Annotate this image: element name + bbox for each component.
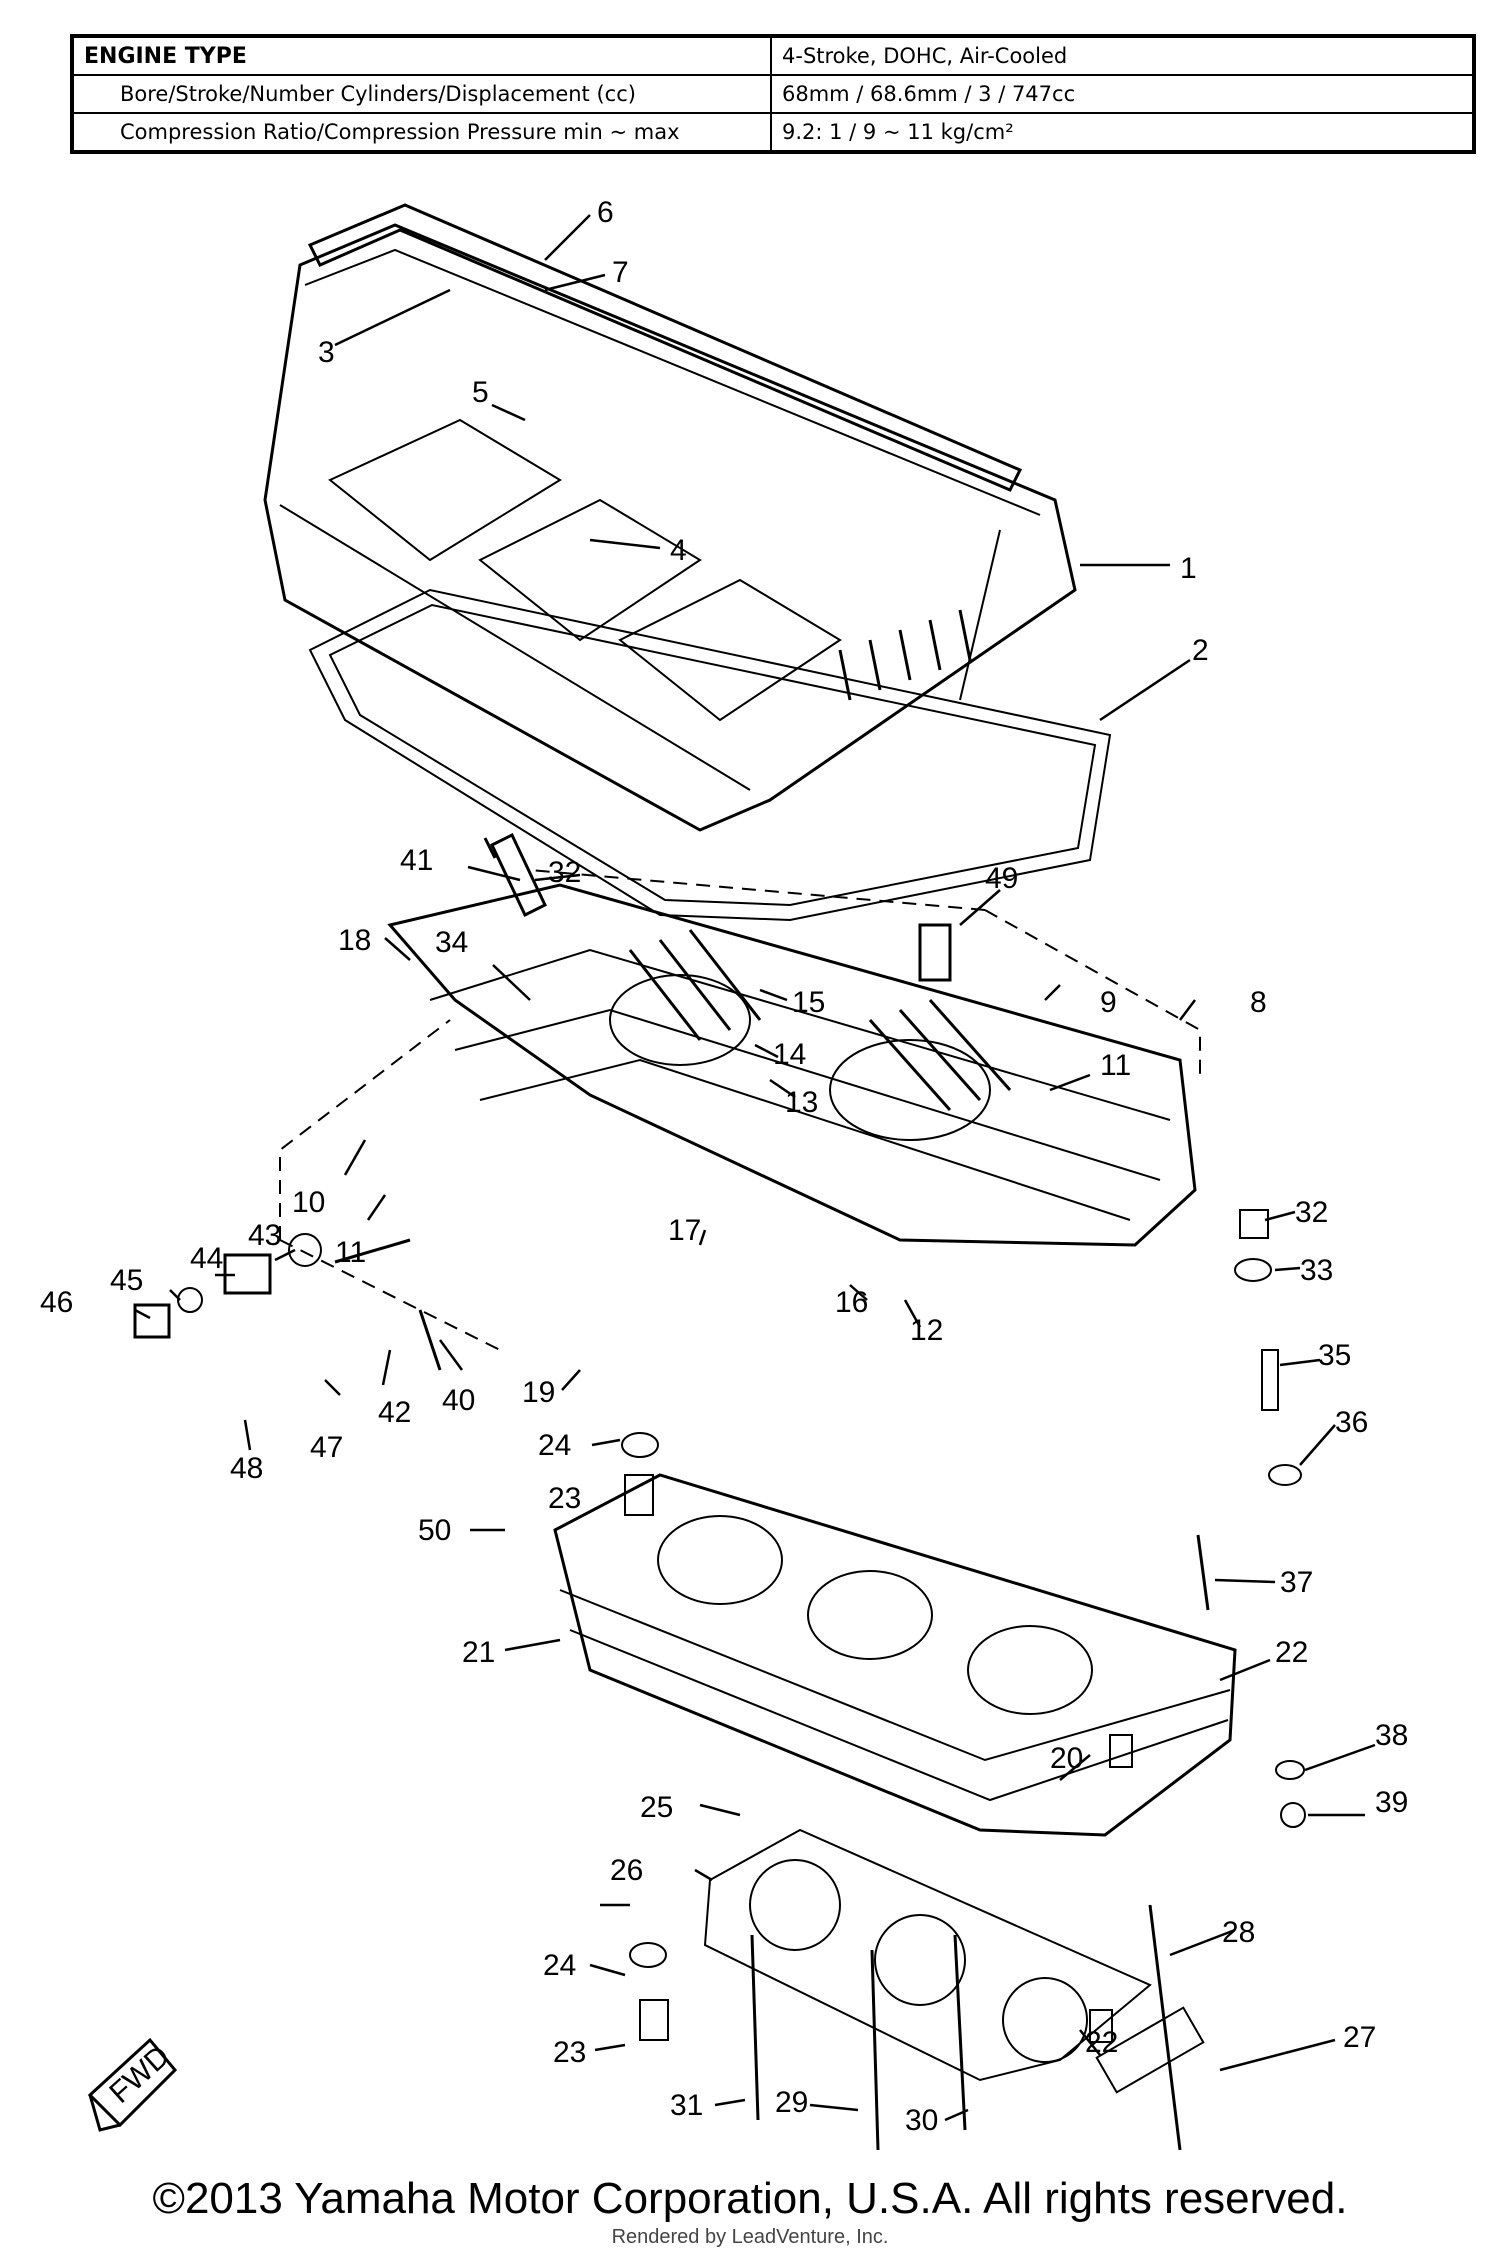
callout-10: 10 [292,1186,325,1219]
callout-32b: 32 [1295,1196,1328,1229]
spec-row-compression: Compression Ratio/Compression Pressure m… [71,112,1475,153]
callout-13: 13 [785,1086,818,1119]
spec-label: Bore/Stroke/Number Cylinders/Displacemen… [71,74,772,114]
callout-49: 49 [985,862,1018,895]
callout-35: 35 [1318,1339,1351,1372]
callout-41: 41 [400,844,433,877]
dowel-pins [621,1432,1133,2043]
callout-24b: 24 [543,1949,576,1982]
callout-37: 37 [1280,1566,1313,1599]
engine-spec-table: ENGINE TYPE 4-Stroke, DOHC, Air-Cooled B… [70,34,1476,154]
cylinder-block [553,1473,1237,1837]
callout-4: 4 [670,534,687,567]
callout-labels: 1 2 3 4 5 6 7 8 9 10 11 11 12 13 14 15 1… [40,196,1408,2137]
callout-44: 44 [190,1242,223,1275]
callout-17: 17 [668,1214,701,1247]
callout-11a: 11 [1100,1049,1131,1082]
callout-23a: 23 [548,1482,581,1515]
leader-lines [134,214,1376,2122]
callout-25: 25 [640,1791,673,1824]
callout-23b: 23 [553,2036,586,2069]
callout-14: 14 [773,1038,806,1071]
callout-2: 2 [1192,634,1209,667]
callout-22a: 22 [1275,1636,1308,1669]
callout-19: 19 [522,1376,555,1409]
callout-43: 43 [248,1219,281,1252]
spec-value: 9.2: 1 / 9 ~ 11 kg/cm² [770,112,1475,153]
callout-38: 38 [1375,1719,1408,1752]
render-note: Rendered by LeadVenture, Inc. [611,2226,889,2248]
callout-26: 26 [610,1854,643,1887]
callout-22b: 22 [1085,2026,1118,2059]
spec-value: 4-Stroke, DOHC, Air-Cooled [770,35,1475,76]
forward-arrow-icon: FWD [87,2037,178,2132]
callout-29: 29 [775,2086,808,2119]
copyright-text: ©2013 Yamaha Motor Corporation, U.S.A. A… [152,2174,1348,2223]
callout-31: 31 [670,2089,703,2122]
callout-11b: 11 [335,1236,366,1269]
assembly-outline-left [279,1019,501,1351]
callout-50: 50 [418,1514,451,1547]
callout-7: 7 [612,256,629,289]
callout-47: 47 [310,1431,343,1464]
nuts-washers [1234,1209,1306,1828]
callout-45: 45 [110,1264,143,1297]
callout-42: 42 [378,1396,411,1429]
callout-16: 16 [835,1286,868,1319]
tappet-cover-gasket [1095,2006,1205,2094]
cylinder-gasket [703,1828,1152,2082]
callout-33: 33 [1300,1254,1333,1287]
callout-21: 21 [462,1636,495,1669]
cylinder-head-cover [263,203,1077,832]
callout-46: 46 [40,1286,73,1319]
callout-8: 8 [1250,986,1267,1019]
callout-40: 40 [442,1384,475,1417]
callout-15: 15 [792,986,825,1019]
callout-48: 48 [230,1452,263,1485]
callout-1: 1 [1180,552,1197,585]
head-studs [750,1534,1210,2151]
callout-18: 18 [338,924,371,957]
callout-39: 39 [1375,1786,1408,1819]
callout-27: 27 [1343,2021,1376,2054]
callout-3: 3 [318,336,335,369]
spec-label: Compression Ratio/Compression Pressure m… [71,112,772,153]
callout-12: 12 [910,1314,943,1347]
callout-6: 6 [597,196,614,229]
spec-value: 68mm / 68.6mm / 3 / 747cc [770,74,1475,114]
callout-9: 9 [1100,986,1117,1019]
callout-20: 20 [1050,1742,1083,1775]
head-cover-gasket [328,603,1097,907]
spec-row-engine-type: ENGINE TYPE 4-Stroke, DOHC, Air-Cooled [71,35,1475,76]
callout-5: 5 [472,376,489,409]
cylinder-head [387,883,1197,1247]
cam-chain-guide [918,923,952,982]
exploded-parts-diagram: FWD [40,196,1408,2151]
callout-24a: 24 [538,1429,571,1462]
spark-plug [483,832,547,918]
assembly-outline-8 [529,869,1201,1080]
callout-36: 36 [1335,1406,1368,1439]
spec-label: ENGINE TYPE [71,35,772,76]
callout-32a: 32 [548,856,581,889]
callout-28: 28 [1222,1916,1255,1949]
spec-row-bore-stroke: Bore/Stroke/Number Cylinders/Displacemen… [71,74,1475,114]
head-cover-gasket [308,588,1112,922]
callout-30: 30 [905,2104,938,2137]
callout-34: 34 [435,926,468,959]
